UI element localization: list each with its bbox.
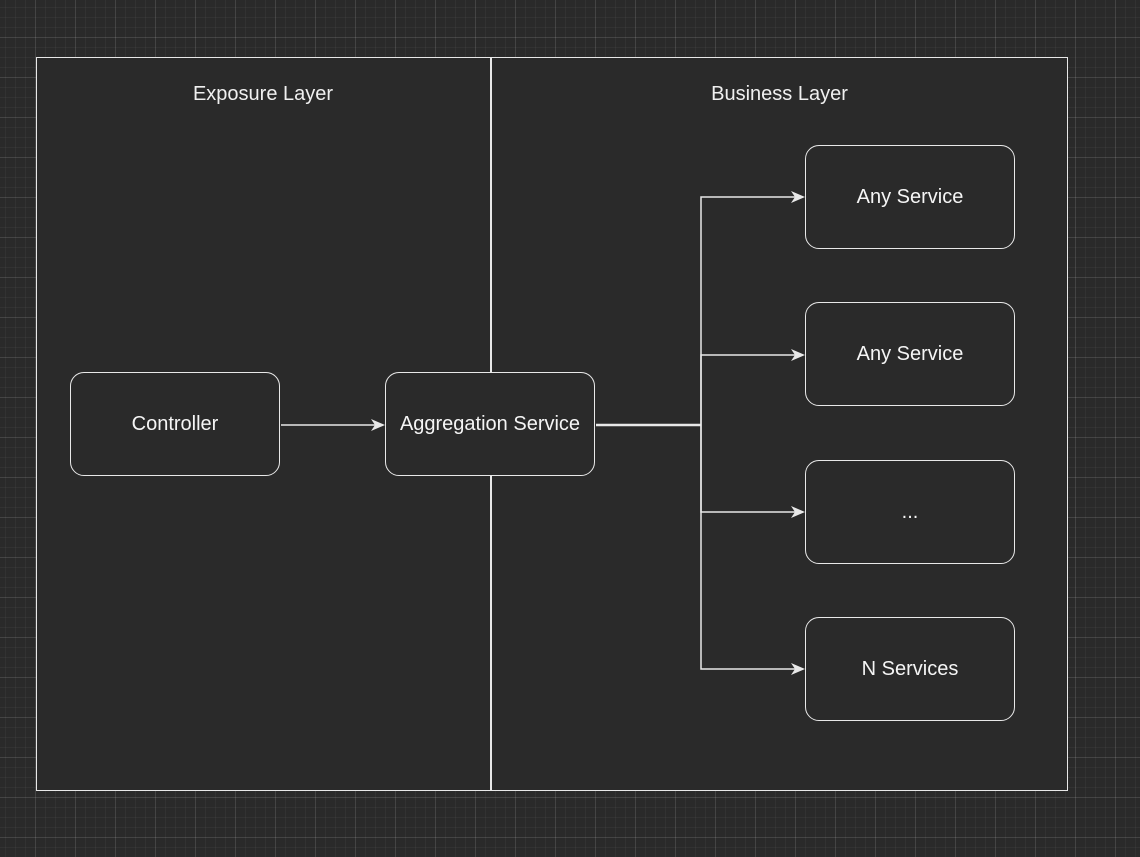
any-service-node-2[interactable]: Any Service: [805, 302, 1015, 406]
exposure-layer-title: Exposure Layer: [192, 83, 334, 105]
aggregation-service-label: Aggregation Service: [399, 412, 581, 435]
business-layer-title: Business Layer: [711, 83, 848, 105]
n-services-label: N Services: [861, 657, 959, 680]
controller-label: Controller: [131, 412, 219, 435]
n-services-node[interactable]: N Services: [805, 617, 1015, 721]
any-service-node-1[interactable]: Any Service: [805, 145, 1015, 249]
any-service-label-2: Any Service: [856, 342, 964, 365]
ellipsis-service-label: ...: [901, 500, 919, 523]
controller-node[interactable]: Controller: [70, 372, 280, 476]
any-service-label-1: Any Service: [856, 185, 964, 208]
aggregation-service-node[interactable]: Aggregation Service: [385, 372, 595, 476]
ellipsis-service-node[interactable]: ...: [805, 460, 1015, 564]
